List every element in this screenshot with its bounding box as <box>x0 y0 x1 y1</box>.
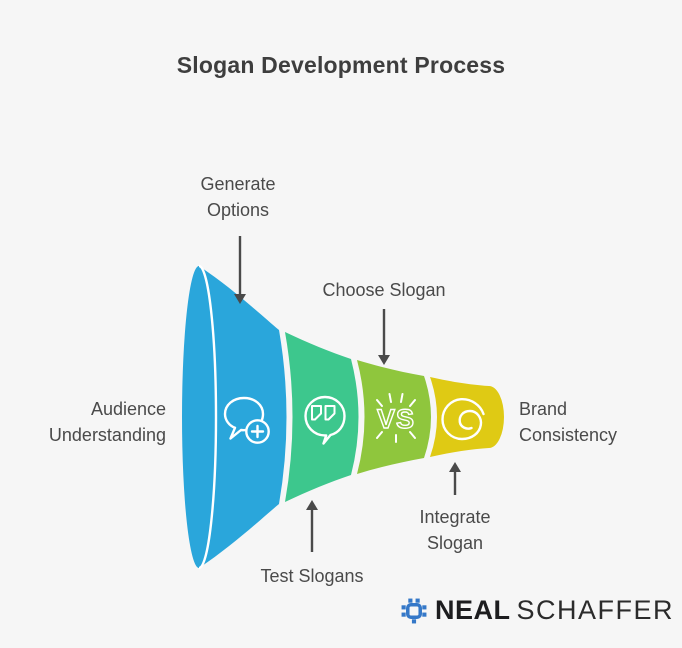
logo-text-schaffer: SCHAFFER <box>516 595 675 625</box>
svg-text:VS: VS <box>377 404 415 434</box>
test-slogans-arrow <box>306 500 318 552</box>
funnel-segment-choose <box>357 360 431 474</box>
funnel-segment-integrate <box>430 377 504 457</box>
generate-options-label: Generate Options <box>200 174 276 220</box>
test-slogans-label: Test Slogans <box>260 566 364 586</box>
funnel-segment-test <box>285 332 359 502</box>
generate-options-arrow <box>234 236 246 304</box>
burst-rays <box>376 393 416 443</box>
integrate-slogan-arrow <box>449 462 461 495</box>
integrate-slogan-label: Integrate Slogan <box>419 507 491 553</box>
vs-burst-icon: VS <box>376 393 416 443</box>
threads-spiral-icon <box>441 397 485 441</box>
choose-slogan-arrow <box>378 309 390 365</box>
choose-slogan-label: Choose Slogan <box>322 280 446 300</box>
chip-icon <box>401 598 427 623</box>
logo-text-neal: NEAL <box>435 595 511 625</box>
add-comment-icon <box>223 396 270 444</box>
funnel-segment-generate <box>182 266 287 568</box>
neal-schaffer-logo: NEAL SCHAFFER <box>400 595 674 626</box>
page-title: Slogan Development Process <box>176 52 506 78</box>
quote-bubble-icon <box>304 395 346 445</box>
audience-understanding-label: Audience Understanding <box>48 399 166 445</box>
funnel-rim-highlight-line <box>198 264 218 570</box>
brand-consistency-label: Brand Consistency <box>519 399 618 445</box>
